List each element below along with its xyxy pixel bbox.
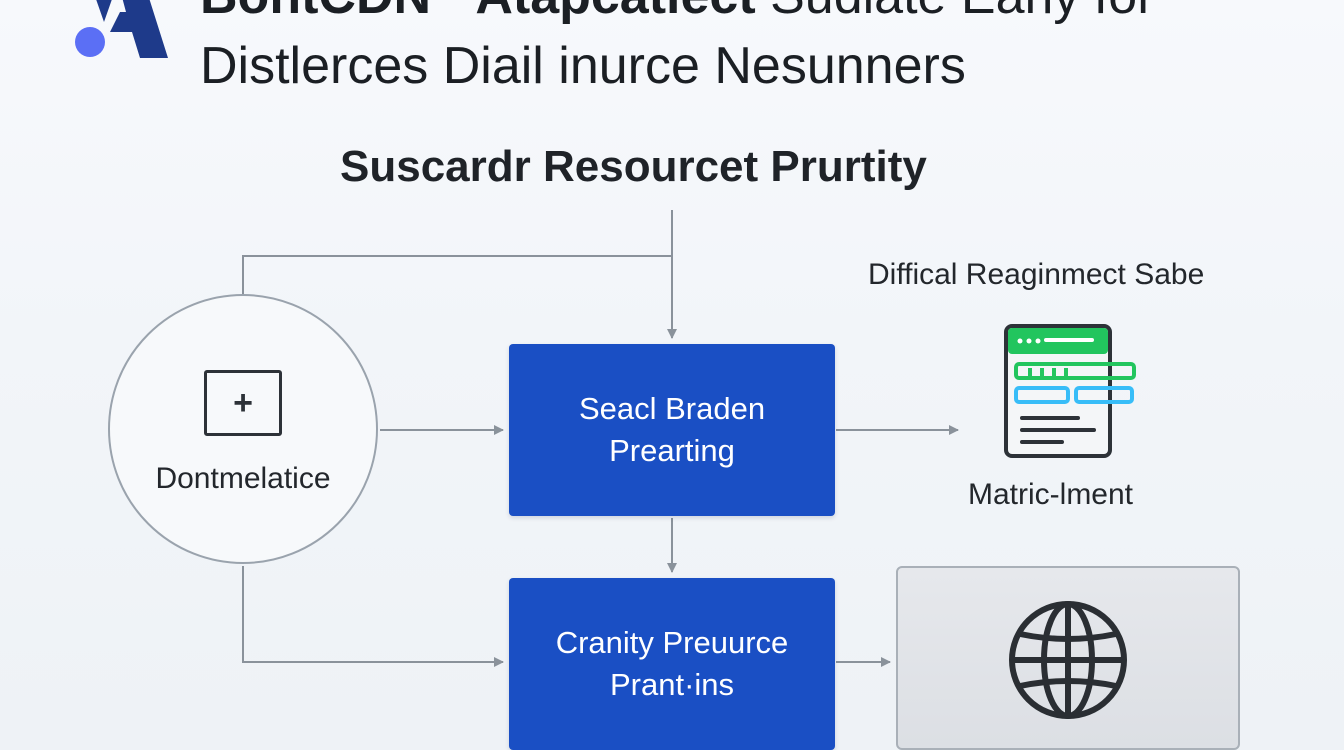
process-box-bottom: Cranity Preuurce Prant·ins	[509, 578, 835, 750]
process-box-top-line-2: Prearting	[609, 433, 735, 468]
section-title: Suscardr Resourcet Prurtity	[340, 142, 927, 191]
document-code-icon	[1004, 324, 1136, 458]
right-mid-label: Matric-lment	[968, 478, 1134, 511]
circle-node-label: Dontmelatice	[155, 462, 331, 495]
header-title-line-2: Distlerces Diail inurce Nesunners	[200, 37, 966, 95]
header-title-line-1: BontCDN · Atapcatiect Sudiate Early for	[200, 0, 1155, 26]
process-box-bottom-line-2: Prant·ins	[609, 667, 735, 702]
connector-circle-to-bottom-box	[242, 566, 504, 667]
process-box-bottom-line-1: Cranity Preuurce	[555, 625, 789, 660]
process-box-top-line-1: Seacl Braden	[578, 391, 766, 426]
right-top-label: Diffical Reaginmect Sabe	[868, 258, 1205, 291]
header-title-light: Sudiate Early for	[756, 0, 1154, 25]
process-box-top: Seacl Braden Prearting	[509, 344, 835, 516]
header-title-bold: BontCDN · Atapcatiect	[200, 0, 756, 25]
connector-title-to-circle	[242, 255, 672, 296]
brand-logo-icon	[75, 0, 168, 58]
start-circle-node	[108, 294, 378, 564]
plus-box-icon: +	[204, 370, 282, 436]
globe-icon	[1009, 601, 1127, 719]
